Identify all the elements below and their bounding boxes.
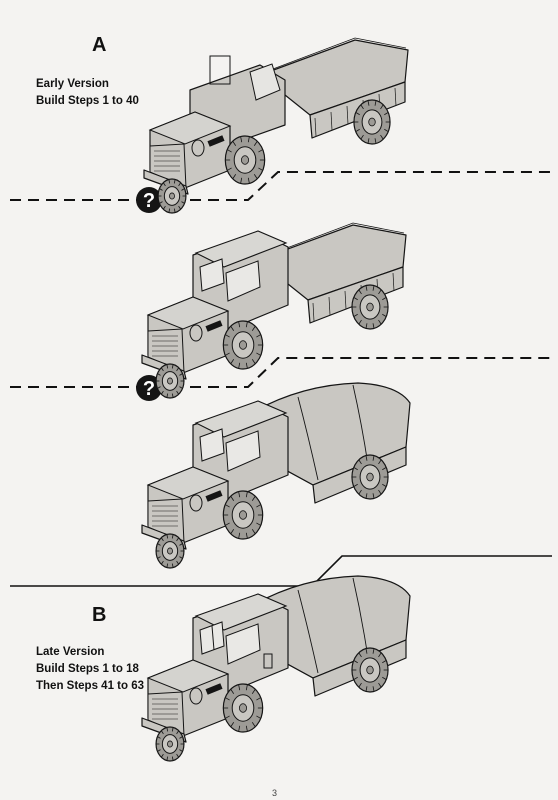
caption-line: Build Steps 1 to 18 bbox=[36, 663, 139, 675]
solid-divider bbox=[10, 555, 552, 587]
section-a-caption: Early Version Build Steps 1 to 40 bbox=[36, 76, 139, 110]
section-b-letter: B bbox=[92, 604, 107, 626]
caption-line: Early Version bbox=[36, 78, 109, 90]
truck-open-icon bbox=[143, 37, 409, 214]
section-a-letter: A bbox=[92, 34, 107, 56]
dashed-divider bbox=[10, 171, 552, 201]
page-number: 3 bbox=[272, 788, 278, 798]
truck-cab-icon bbox=[141, 222, 407, 399]
caption-line: Late Version bbox=[36, 646, 105, 658]
truck-late-icon bbox=[141, 575, 411, 762]
dashed-divider bbox=[10, 357, 552, 388]
truck-tarp-icon bbox=[141, 382, 411, 569]
caption-line: Build Steps 1 to 40 bbox=[36, 95, 139, 107]
caption-line: Then Steps 41 to 63 bbox=[36, 680, 145, 692]
section-b-caption: Late Version Build Steps 1 to 18 Then St… bbox=[36, 644, 144, 695]
